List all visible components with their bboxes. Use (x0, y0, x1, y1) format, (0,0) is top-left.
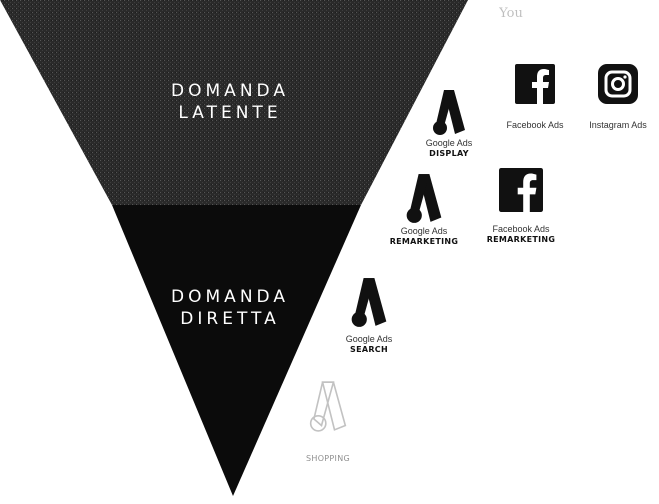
funnel-bottom-section (112, 205, 361, 496)
facebook-icon (499, 168, 543, 212)
google-remarketing-campaign: REMARKETING (389, 237, 459, 246)
google-display-campaign: DISPLAY (429, 149, 469, 158)
google-display-brand: Google Ads (425, 138, 473, 148)
funnel-top-section (0, 0, 468, 205)
google-ads-icon (406, 174, 442, 223)
google-search-campaign: SEARCH (350, 345, 388, 354)
channel-google-remarketing: Google Ads REMARKETING (384, 172, 464, 247)
instagram-ads-brand: Instagram Ads (589, 120, 647, 130)
facebook-icon (515, 64, 555, 104)
facebook-ads-brand: Facebook Ads (506, 120, 564, 130)
instagram-icon (598, 64, 638, 104)
google-remarketing-brand: Google Ads (400, 226, 448, 236)
stage-latent-line-2: LATENTE (178, 103, 282, 123)
google-ads-icon (309, 381, 347, 432)
channel-google-display: Google Ads DISPLAY (414, 88, 484, 159)
facebook-remarketing-campaign: REMARKETING (486, 235, 556, 244)
google-search-brand: Google Ads (345, 334, 393, 344)
stage-direct-line-2: DIRETTA (180, 309, 280, 329)
channel-facebook-remarketing: Facebook Ads REMARKETING (478, 168, 564, 245)
stage-direct-line-1: DOMANDA (171, 287, 289, 307)
channel-google-shopping: SHOPPING (290, 380, 366, 464)
stage-direct-demand: DOMANDA DIRETTA (140, 286, 320, 330)
channel-facebook-ads: Facebook Ads (494, 64, 576, 131)
stage-latent-demand: DOMANDA LATENTE (140, 80, 320, 124)
channel-instagram-ads: Instagram Ads (578, 64, 658, 131)
stage-latent-line-1: DOMANDA (171, 81, 289, 101)
facebook-remarketing-brand: Facebook Ads (492, 224, 550, 234)
top-corner-text: You (486, 6, 536, 21)
google-shopping-campaign: SHOPPING (306, 454, 350, 463)
google-ads-icon (351, 278, 387, 327)
google-ads-icon (433, 90, 465, 135)
top-corner-label: You (499, 6, 523, 21)
channel-google-search: Google Ads SEARCH (334, 276, 404, 355)
